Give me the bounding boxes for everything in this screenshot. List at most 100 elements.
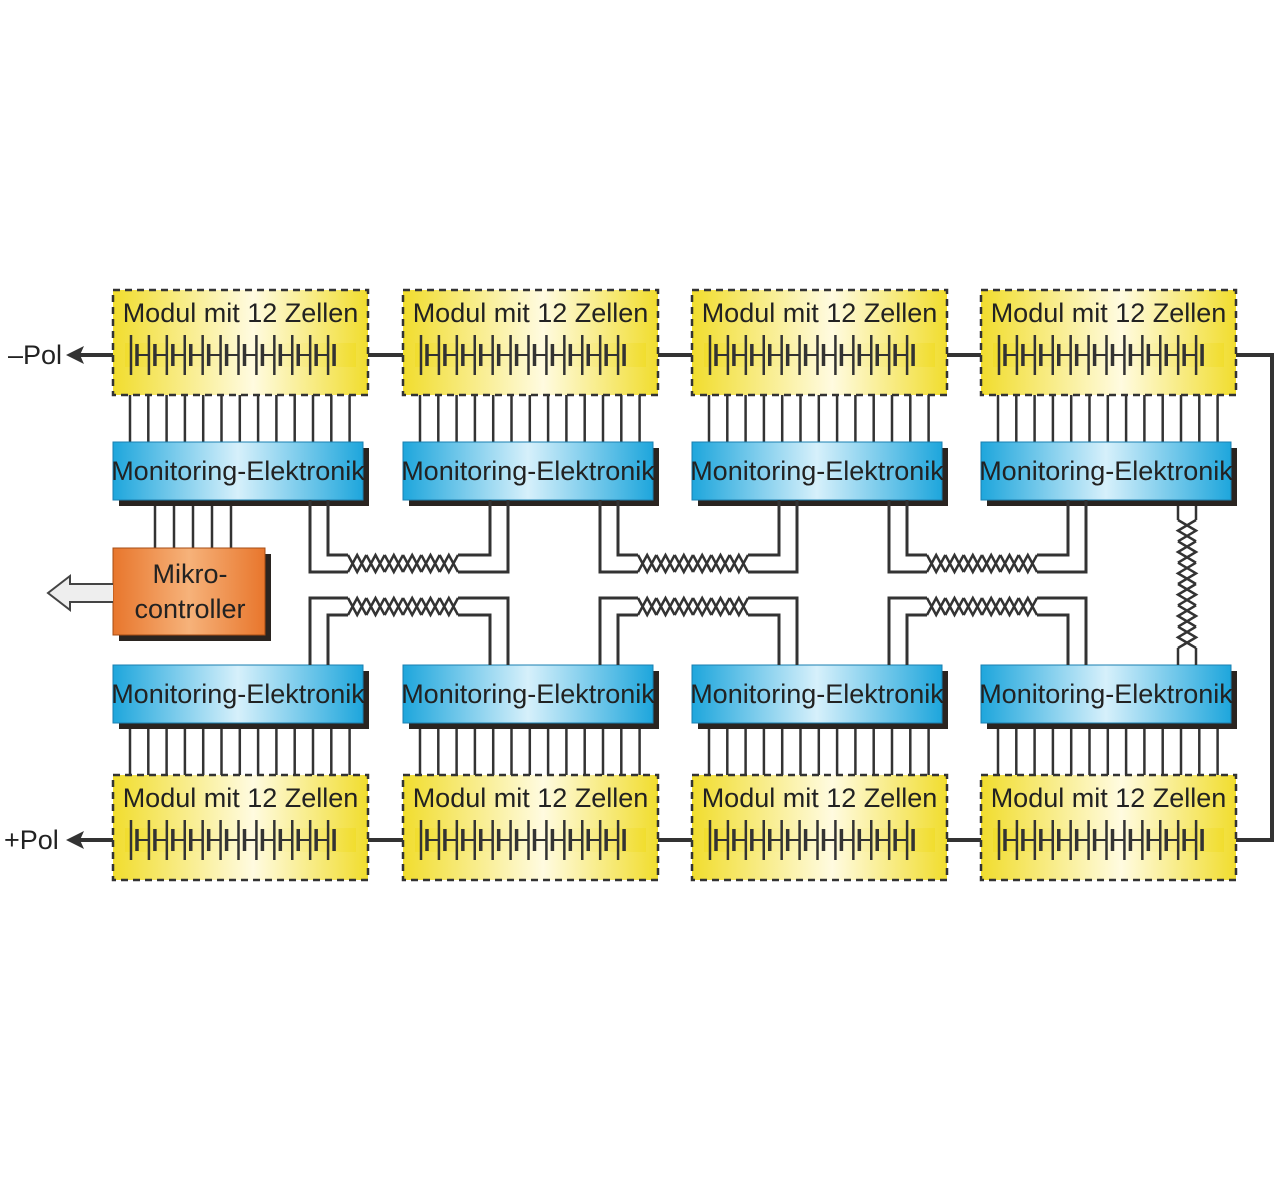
battery-module: Modul mit 12 Zellen [979,773,1238,882]
module-label: Modul mit 12 Zellen [413,298,649,328]
twisted-pair-segment [438,595,460,618]
monitoring-electronics: Monitoring-Elektronik [690,441,948,506]
twisted-pair-segment [962,552,984,575]
twisted-pair-segment [944,595,965,618]
negative-pole-arrow-icon [66,346,84,364]
twisted-pair-wire [748,613,781,665]
twisted-pair-wire [326,613,348,665]
twisted-pair-segment [1175,604,1199,628]
monitor-label: Monitoring-Elektronik [690,679,944,709]
twisted-pair-wire [598,596,638,665]
twisted-pair-wire [905,613,927,665]
monitor-label: Monitoring-Elektronik [401,456,655,486]
twisted-pair-wire [458,596,510,665]
module-box [111,773,370,882]
module-box [979,288,1238,397]
twisted-pair-segment [980,552,1002,575]
module-box [401,288,660,397]
module-box [979,773,1238,882]
monitor-box [691,441,943,501]
module-label: Modul mit 12 Zellen [991,783,1227,813]
battery-module: Modul mit 12 Zellen [111,773,370,882]
twisted-pair-wire [458,500,492,557]
twisted-pair-segment [673,595,695,618]
module-label: Modul mit 12 Zellen [413,783,649,813]
twisted-pair-segment [710,595,731,618]
module-label: Modul mit 12 Zellen [123,783,359,813]
twisted-pair-segment [365,595,386,618]
monitor-box [980,441,1232,501]
microcontroller-box [112,547,266,636]
twisted-pair-segment [420,552,441,575]
twisted-pair-segment [1175,540,1199,564]
twisted-pair-wire [458,500,510,574]
twisted-pair-wire [1037,500,1088,574]
controller-label-line2: controller [134,594,245,624]
monitor-label: Monitoring-Elektronik [111,679,365,709]
twisted-pair-segment [999,552,1020,575]
positive-pole-label: +Pol [4,825,59,855]
twisted-pair-wire [458,613,492,665]
module-box [690,288,949,397]
module-label: Modul mit 12 Zellen [123,298,359,328]
twisted-pair-segment [962,595,984,618]
twisted-pair-wire [748,500,781,557]
monitor-label: Monitoring-Elektronik [401,679,655,709]
twisted-pair-segment [401,595,423,618]
twisted-pair-segment [438,552,460,575]
twisted-pair-segment [636,552,658,575]
twisted-pair-segment [980,595,1002,618]
negative-pole-label: –Pol [8,340,62,370]
monitor-box [402,664,654,724]
twisted-pair-segment [365,552,386,575]
twisted-pair-segment [691,595,713,618]
monitor-box [980,664,1232,724]
battery-module: Modul mit 12 Zellen [979,288,1238,397]
twisted-pair-wire [308,596,348,665]
twisted-pair-wire [1037,596,1088,665]
battery-module: Modul mit 12 Zellen [111,288,370,397]
twisted-pair-segment [944,552,965,575]
twisted-pair-segment [383,595,405,618]
monitor-box [691,664,943,724]
positive-pole-arrow-icon [66,831,84,849]
twisted-pair-segment [1175,561,1199,586]
twisted-pair-segment [636,595,658,618]
monitor-box [112,664,364,724]
twisted-pair-wire [887,500,927,574]
twisted-pair-segment [1017,552,1039,575]
module-box [401,773,660,882]
twisted-pair-wire [748,596,799,665]
twisted-pair-segment [1017,595,1039,618]
controller-label-line1: Mikro- [153,559,228,589]
module-box [111,288,370,397]
twisted-pair-segment [401,552,423,575]
twisted-pair-wire [326,500,348,557]
monitoring-electronics: Monitoring-Elektronik [690,664,948,729]
twisted-pair-wire [616,613,638,665]
twisted-pair-wire [598,500,638,574]
twisted-pair-segment [1175,518,1199,543]
module-box [690,773,949,882]
output-arrow-icon [46,573,113,613]
twisted-pair-segment [728,552,750,575]
battery-module: Modul mit 12 Zellen [401,773,660,882]
twisted-pair-wire [1037,613,1070,665]
twisted-pair-wire [887,596,927,665]
twisted-pair-segment [655,595,676,618]
twisted-pair-wire [748,500,799,574]
module-label: Modul mit 12 Zellen [991,298,1227,328]
twisted-pair-segment [673,552,695,575]
twisted-pair-wire [905,500,927,557]
battery-module: Modul mit 12 Zellen [690,288,949,397]
twisted-pair-segment [1175,625,1199,650]
twisted-pair-wire [616,500,638,557]
twisted-pair-segment [346,595,368,618]
monitor-label: Monitoring-Elektronik [979,679,1233,709]
twisted-pair-segment [691,552,713,575]
monitoring-electronics: Monitoring-Elektronik [979,664,1237,729]
twisted-pair-segment [925,552,947,575]
twisted-pair-wire [308,500,348,574]
twisted-pair-segment [655,552,676,575]
